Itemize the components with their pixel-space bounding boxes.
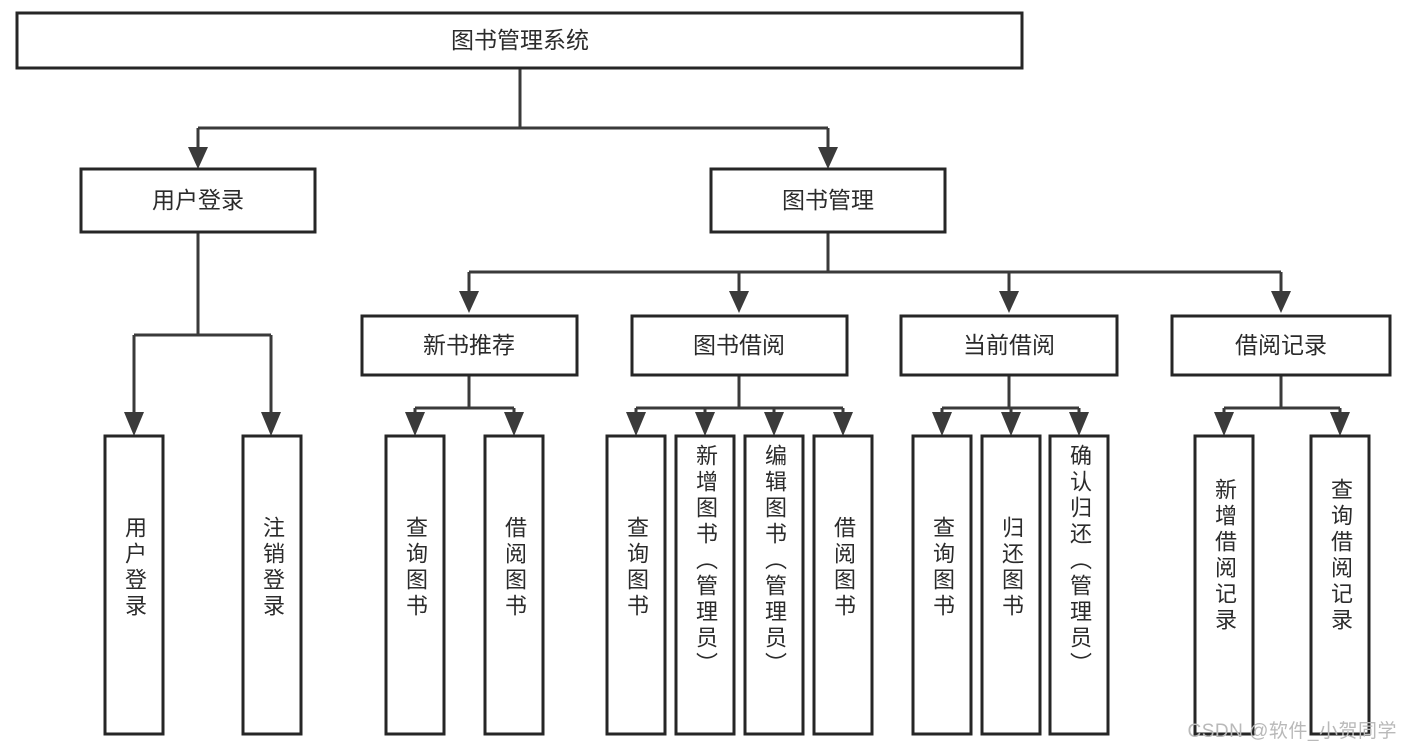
leaf-box-book-borrow-4[interactable] [812,434,874,736]
node-book-manage-label: 图书管理 [782,187,874,213]
leaf-box-new-book-1[interactable] [384,434,446,736]
arrow-to-borrow-record [1271,291,1291,313]
arrow-to-book-borrow [729,291,749,313]
node-borrow-record[interactable]: 借阅记录 [1170,314,1392,377]
node-current-borrow[interactable]: 当前借阅 [899,314,1119,377]
arrow-user-login-leaf1 [124,412,144,436]
node-book-borrow[interactable]: 图书借阅 [630,314,849,377]
arrow-book-borrow-leaf3 [764,412,784,436]
arrow-to-new-book [459,291,479,313]
leaf-box-book-borrow-3[interactable] [743,434,805,736]
arrow-current-borrow-leaf2 [1001,412,1021,436]
node-new-book-recommend[interactable]: 新书推荐 [360,314,579,377]
node-new-book-recommend-label: 新书推荐 [423,332,515,358]
node-root-label: 图书管理系统 [451,27,589,53]
leaf-box-borrow-record-2[interactable] [1309,434,1371,736]
arrow-book-borrow-leaf4 [833,412,853,436]
csdn-watermark: CSDN @软件_小贺同学 [1187,721,1397,742]
arrow-current-borrow-leaf3 [1069,412,1089,436]
node-book-borrow-label: 图书借阅 [693,332,785,358]
node-user-login-label: 用户登录 [152,187,244,213]
leaf-box-current-borrow-1[interactable] [911,434,973,736]
leaf-box-book-borrow-2[interactable] [674,434,736,736]
arrow-to-user-login [188,147,208,169]
arrow-to-book-manage [818,147,838,169]
node-borrow-record-label: 借阅记录 [1235,332,1327,358]
node-layer: 图书管理系统 用户登录 图书管理 新书推荐 图书借阅 当前 [15,11,1392,736]
leaf-box-new-book-2[interactable] [483,434,545,736]
node-user-login[interactable]: 用户登录 [79,167,317,234]
arrow-current-borrow-leaf1 [932,412,952,436]
node-root[interactable]: 图书管理系统 [15,11,1024,70]
arrow-book-borrow-leaf1 [626,412,646,436]
arrow-borrow-record-leaf1 [1214,412,1234,436]
arrow-user-login-leaf2 [261,412,281,436]
leaf-box-current-borrow-2[interactable] [980,434,1042,736]
leaf-box-user-login-1[interactable] [103,434,165,736]
arrow-new-book-leaf2 [504,412,524,436]
node-current-borrow-label: 当前借阅 [963,332,1055,358]
connector-layer [124,68,1350,436]
arrow-to-current-borrow [999,291,1019,313]
leaf-box-current-borrow-3[interactable] [1048,434,1110,736]
leaf-box-user-login-2[interactable] [241,434,303,736]
node-book-manage[interactable]: 图书管理 [709,167,947,234]
arrow-new-book-leaf1 [405,412,425,436]
arrow-borrow-record-leaf2 [1330,412,1350,436]
leaf-box-borrow-record-1[interactable] [1193,434,1255,736]
arrow-book-borrow-leaf2 [695,412,715,436]
leaf-box-book-borrow-1[interactable] [605,434,667,736]
